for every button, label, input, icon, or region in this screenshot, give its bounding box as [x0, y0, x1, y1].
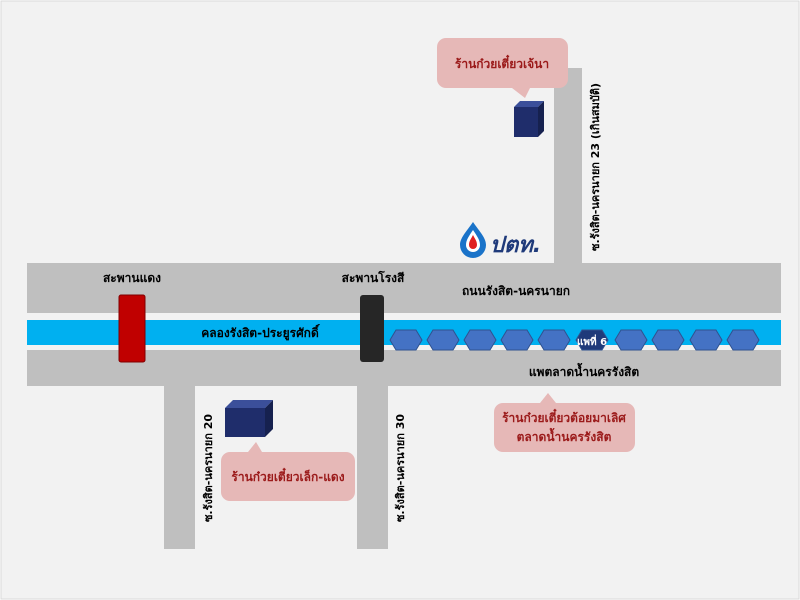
shop-tom-yam-label-line1: ร้านก๋วยเตี๋ยวต้อยมาเลิศ — [502, 408, 626, 425]
ptt-wordmark: ปตท. — [490, 233, 541, 258]
building-lek-daeng — [225, 400, 273, 437]
callout-tom-yam: ร้านก๋วยเตี๋ยวต้อยมาเลิศ ตลาดน้ำนครรังสิ… — [494, 393, 635, 452]
ptt-drop-inner-icon — [469, 235, 477, 249]
road-soi-20 — [164, 386, 195, 549]
canal-label: คลองรังสิต-ประยูรศักดิ์ — [201, 324, 320, 341]
main-road-label: ถนนรังสิต-นครนายก — [462, 284, 570, 298]
raft — [651, 329, 685, 351]
raft-6-label: แพที่ 6 — [577, 334, 607, 348]
raft — [537, 329, 571, 351]
bridge-black — [360, 295, 384, 362]
callout-lek-daeng: ร้านก๋วยเตี๋ยวเล็ก-แดง — [221, 442, 355, 501]
soi-20-label: ซ.รังสิต-นครนายก 20 — [202, 414, 215, 522]
callout-jao-na: ร้านก๋วยเตี๋ยวเจ้นา — [437, 38, 568, 98]
soi-23-label: ซ.รังสิต-นครนายก 23 (เกินสมบัติ) — [589, 83, 602, 251]
bridge-red — [118, 294, 146, 363]
raft — [389, 329, 423, 351]
road-main — [27, 263, 781, 313]
road-market — [27, 350, 781, 386]
raft — [689, 329, 723, 351]
raft-6 — [575, 329, 609, 351]
road-soi-23 — [554, 68, 582, 264]
raft — [463, 329, 497, 351]
shop-lek-daeng-label: ร้านก๋วยเตี๋ยวเล็ก-แดง — [231, 467, 344, 484]
shop-tom-yam-label-line2: ตลาดน้ำนครรังสิต — [517, 427, 612, 444]
raft — [614, 329, 648, 351]
raft-row — [389, 329, 760, 351]
shop-jao-na-label: ร้านก๋วยเตี๋ยวเจ้นา — [455, 54, 549, 71]
raft — [500, 329, 534, 351]
bridge-black-label: สะพานโรงสี — [342, 270, 405, 285]
building-jao-na — [514, 101, 544, 137]
road-soi-30 — [357, 386, 388, 549]
ptt-logo: ปตท. — [460, 222, 541, 258]
bridge-red-label: สะพานแดง — [103, 271, 161, 285]
raft — [426, 329, 460, 351]
soi-30-label: ซ.รังสิต-นครนายก 30 — [394, 414, 407, 522]
raft — [726, 329, 760, 351]
market-road-label: แพตลาดน้ำนครรังสิต — [529, 362, 640, 379]
